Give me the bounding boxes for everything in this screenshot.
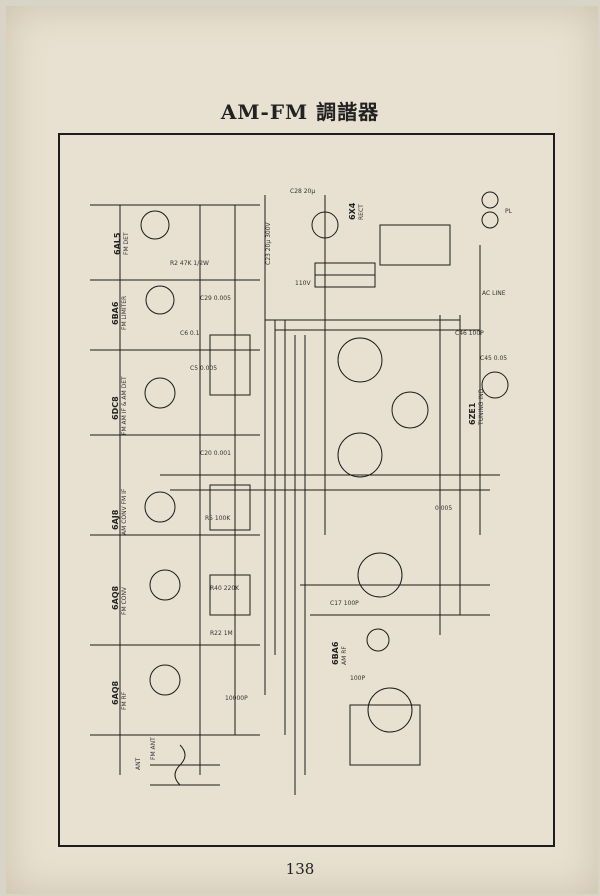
- value-5: R2 47K 1/2W: [170, 260, 209, 267]
- tube-label-6: 6X4: [348, 202, 357, 220]
- pilot-lamp-1: [481, 191, 499, 209]
- switch-wafer-4: [367, 687, 413, 733]
- ac-line-label: AC LINE: [482, 290, 506, 297]
- value-2: 110V: [295, 280, 311, 287]
- component-values: C28 20μ C23 20μ 300V 110V C45 0.05 C29 0…: [170, 188, 507, 702]
- tube-label-2: 6DC8: [111, 396, 120, 420]
- value-4: C29 0.005: [200, 295, 231, 302]
- tube-function-4: FM CONV: [121, 586, 128, 615]
- tube-6aq8-rf: [149, 664, 181, 696]
- switch-wafer-5: [391, 391, 429, 429]
- tube-function-7: TUNING IND: [478, 388, 485, 426]
- filter-block: [379, 224, 451, 266]
- scanned-page: [6, 6, 598, 894]
- value-12: R22 1M: [210, 630, 233, 637]
- tube-function-labels: FM DET FM LIMITER FM AM IF & AM DET AM C…: [121, 204, 485, 710]
- tube-label-3: 6AJ8: [111, 509, 120, 530]
- fm-ant-label: FM ANT: [150, 737, 157, 760]
- value-9: R5 100K: [205, 515, 231, 522]
- tube-label-7: 6ZE1: [468, 402, 477, 425]
- antenna-coil: [174, 744, 186, 786]
- if-transformer-1: [209, 334, 251, 396]
- tube-label-8: 6BA6: [331, 641, 340, 665]
- value-15: 10000P: [225, 695, 248, 702]
- tube-function-3: AM CONV FM IF: [121, 488, 128, 535]
- schematic-diagram: 6AL5 6BA6 6DC8 6AJ8 6AQ8 6AQ8 6X4 6ZE1 6…: [90, 188, 513, 795]
- tube-6aj8: [144, 491, 176, 523]
- ant-label: ANT: [135, 757, 142, 770]
- page-number: 138: [285, 860, 315, 878]
- if-transformer-3: [209, 574, 251, 616]
- tube-label-1: 6BA6: [111, 301, 120, 325]
- tube-6ze1: [481, 371, 509, 399]
- tube-label-0: 6AL5: [113, 232, 122, 255]
- tube-6ba6-limiter: [145, 285, 175, 315]
- tube-labels: 6AL5 6BA6 6DC8 6AJ8 6AQ8 6AQ8 6X4 6ZE1 6…: [111, 202, 477, 705]
- tube-6aq8-conv: [149, 569, 181, 601]
- tube-6al5: [140, 210, 170, 240]
- switch-wafer-1: [337, 337, 383, 383]
- value-8: C20 0.001: [200, 450, 231, 457]
- page-title: AM-FM 調諧器: [220, 100, 380, 124]
- value-10: R40 220K: [210, 585, 240, 592]
- antenna-coil-block: [349, 704, 421, 766]
- value-6: C6 0.1: [180, 330, 200, 337]
- tube-function-6: RECT: [358, 204, 365, 220]
- tube-function-1: FM LIMITER: [121, 296, 128, 330]
- value-16: 100P: [350, 675, 365, 682]
- value-0: C28 20μ: [290, 188, 315, 195]
- tube-function-2: FM AM IF & AM DET: [121, 376, 128, 435]
- tube-function-0: FM DET: [123, 232, 130, 255]
- value-11: C17 100P: [330, 600, 359, 607]
- pilot-lamp-2: [481, 211, 499, 229]
- value-7: C5 0.005: [190, 365, 217, 372]
- tube-function-8: AM RF: [341, 646, 348, 665]
- switch-wafer-2: [337, 432, 383, 478]
- tube-6dc8: [144, 377, 176, 409]
- switch-wafer-3: [357, 552, 403, 598]
- tube-label-4: 6AQ8: [111, 585, 120, 610]
- pl-label: PL: [505, 208, 513, 215]
- schematic-frame: 6AL5 6BA6 6DC8 6AJ8 6AQ8 6AQ8 6X4 6ZE1 6…: [58, 133, 555, 847]
- tube-label-5: 6AQ8: [111, 680, 120, 705]
- tube-6ba6-rf: [366, 628, 390, 652]
- value-13: C46 100P: [455, 330, 484, 337]
- tube-function-5: FM RF: [121, 691, 128, 710]
- value-3: C45 0.05: [480, 355, 507, 362]
- value-1: C23 20μ 300V: [265, 221, 272, 265]
- if-transformer-2: [209, 484, 251, 531]
- value-14: 0.005: [435, 505, 452, 512]
